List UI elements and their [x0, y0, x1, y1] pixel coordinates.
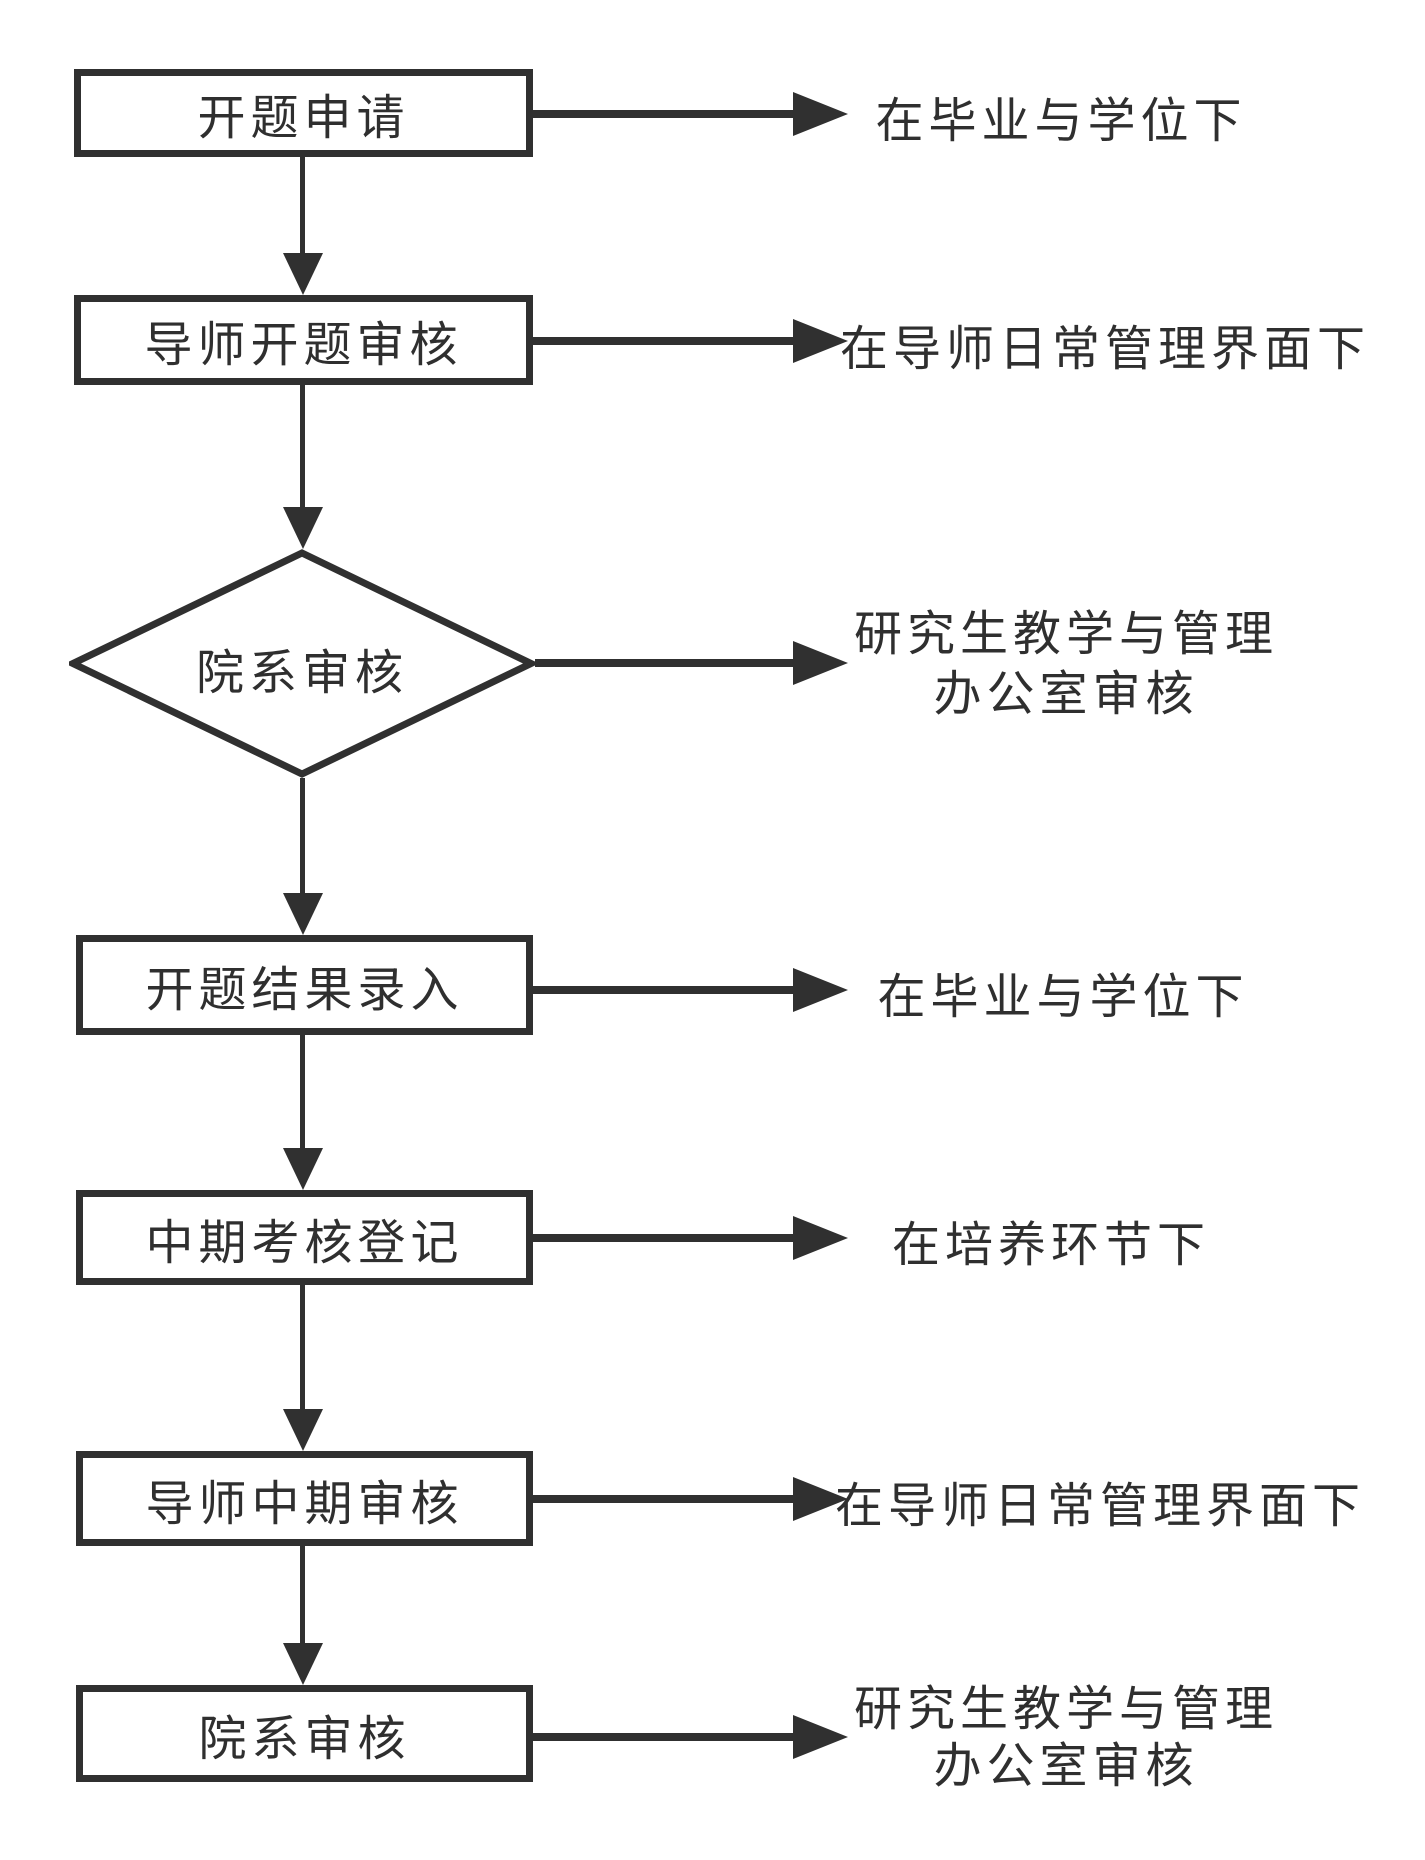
annotation-line: 研究生教学与管理	[853, 608, 1279, 661]
annotation-supervisor-daily-management: 在导师日常管理界面下	[834, 1480, 1366, 1533]
arrowhead-down-icon	[283, 1409, 323, 1451]
arrowhead-down-icon	[283, 1643, 323, 1685]
node-label: 开题结果录入	[145, 964, 464, 1017]
arrowhead-right-icon	[793, 1216, 848, 1260]
flow-node-department-review-decision: 院系审核	[69, 549, 535, 778]
arrowhead-right-icon	[793, 641, 848, 685]
annotation-supervisor-daily-management: 在导师日常管理界面下	[839, 323, 1371, 376]
node-label: 导师开题审核	[144, 319, 463, 372]
arrowhead-down-icon	[283, 507, 323, 549]
arrow-down-shaft	[300, 778, 305, 895]
annotation-line: 研究生教学与管理	[853, 1683, 1279, 1736]
arrow-down-shaft	[300, 1546, 305, 1645]
arrowhead-down-icon	[283, 1148, 323, 1190]
diamond-shape-icon	[69, 549, 535, 778]
arrow-right-shaft	[533, 1234, 793, 1242]
node-label: 开题申请	[197, 92, 410, 145]
arrowhead-right-icon	[793, 92, 848, 136]
arrow-down-shaft	[300, 1035, 305, 1150]
arrow-down-shaft	[300, 157, 305, 255]
arrowhead-down-icon	[283, 893, 323, 935]
flow-node-supervisor-proposal-review: 导师开题审核	[74, 295, 533, 385]
arrowhead-right-icon	[793, 1477, 848, 1521]
flow-node-proposal-result-entry: 开题结果录入	[76, 935, 533, 1035]
node-label: 院系审核	[195, 647, 409, 701]
arrow-right-shaft	[533, 110, 793, 118]
annotation-graduate-teaching-office: 研究生教学与管理 办公室审核	[854, 1681, 1278, 1795]
arrow-right-shaft	[535, 659, 793, 667]
arrowhead-right-icon	[793, 968, 848, 1012]
flow-node-supervisor-midterm-review: 导师中期审核	[76, 1451, 533, 1546]
flow-node-midterm-assessment-registration: 中期考核登记	[76, 1190, 533, 1285]
arrow-down-shaft	[300, 385, 305, 509]
arrow-right-shaft	[533, 1495, 793, 1503]
arrow-down-shaft	[300, 1285, 305, 1411]
arrowhead-right-icon	[793, 1715, 848, 1759]
annotation-graduate-teaching-office: 研究生教学与管理 办公室审核	[854, 605, 1278, 725]
arrow-right-shaft	[533, 986, 793, 994]
flow-node-department-review: 院系审核	[76, 1685, 533, 1782]
annotation-training-stage: 在培养环节下	[891, 1219, 1211, 1272]
arrow-right-shaft	[533, 337, 793, 345]
annotation-line: 办公室审核	[933, 1740, 1199, 1793]
arrowhead-down-icon	[283, 253, 323, 295]
annotation-line: 办公室审核	[933, 668, 1199, 721]
annotation-graduation-degree: 在毕业与学位下	[877, 971, 1249, 1024]
node-label: 导师中期审核	[145, 1477, 464, 1531]
flow-node-proposal-application: 开题申请	[74, 69, 533, 157]
node-label: 中期考核登记	[145, 1216, 464, 1270]
arrow-right-shaft	[533, 1733, 793, 1741]
node-label: 院系审核	[198, 1712, 411, 1766]
arrowhead-right-icon	[793, 319, 848, 363]
annotation-graduation-degree: 在毕业与学位下	[875, 95, 1247, 148]
